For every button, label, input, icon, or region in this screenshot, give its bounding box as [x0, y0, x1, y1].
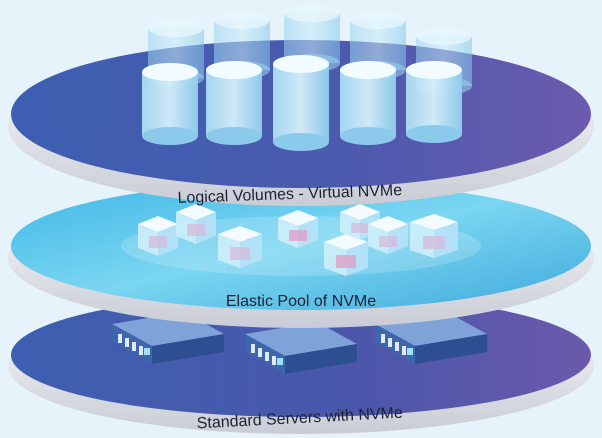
- layer-top: Logical Volumes - Virtual NVMe: [8, 4, 594, 207]
- nvme-cube-icon: [138, 216, 178, 256]
- server-icon: [245, 322, 357, 374]
- database-cylinder-icon: [273, 55, 329, 151]
- nvme-cube-icon: [410, 214, 458, 258]
- nvme-cube-icon: [368, 216, 408, 254]
- layer-bottom: Standard Servers with NVMe: [8, 293, 594, 434]
- nvme-cube-icon: [324, 234, 368, 276]
- nvme-cube-icon: [278, 210, 318, 248]
- database-cylinder-icon: [206, 61, 262, 145]
- layer-label-middle: Elastic Pool of NVMe: [226, 293, 376, 310]
- layer-middle: Elastic Pool of NVMe: [8, 182, 594, 328]
- database-cylinder-icon: [340, 61, 396, 145]
- nvme-cube-icon: [218, 226, 262, 268]
- database-cylinder-icon: [406, 61, 462, 143]
- database-cylinder-icon: [142, 63, 198, 145]
- nvme-cube-icon: [176, 204, 216, 244]
